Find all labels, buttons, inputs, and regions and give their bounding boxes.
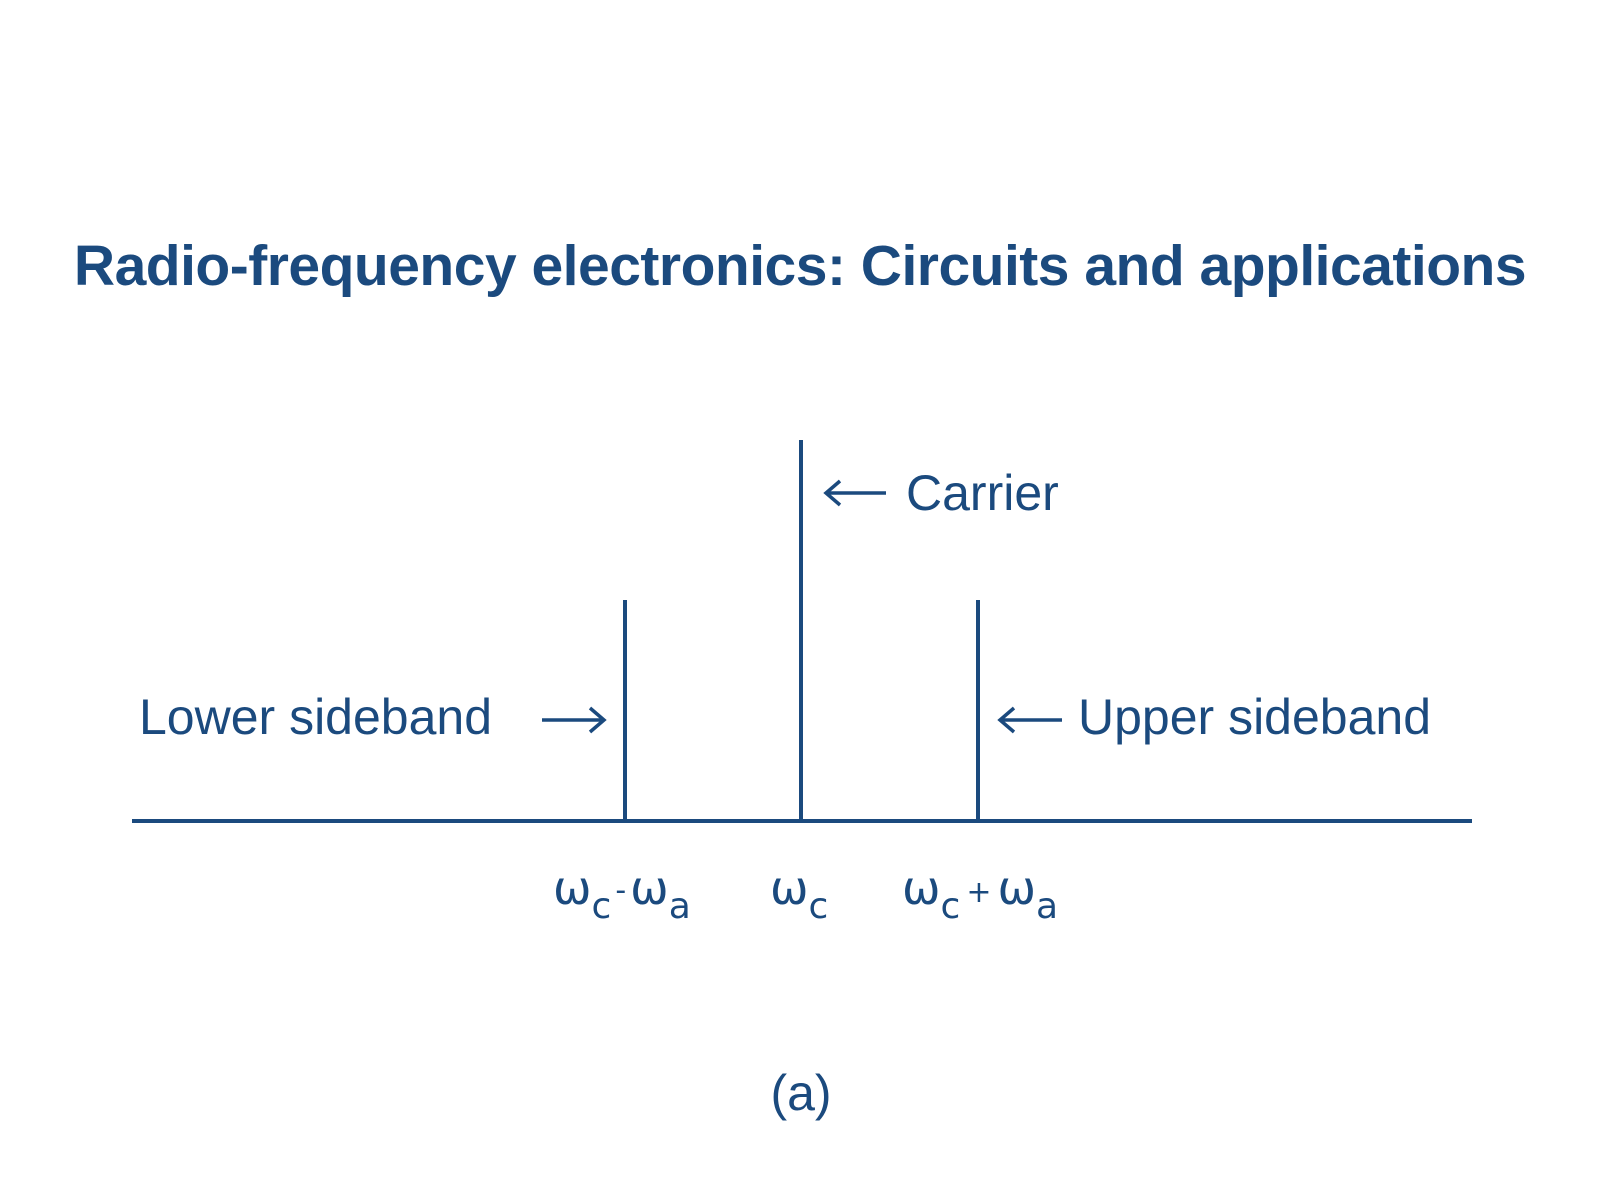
tick-label-carrier: ωc [770, 861, 828, 927]
upper-sideband-arrow-icon [997, 706, 1062, 734]
lower-sideband-arrow-icon [542, 706, 607, 734]
carrier-arrow-icon [823, 479, 886, 507]
carrier-label: Carrier [906, 465, 1059, 521]
tick-label-upper-sideband: ωc+ωa [902, 861, 1058, 927]
upper-sideband-label: Upper sideband [1078, 689, 1431, 745]
lower-sideband-label: Lower sideband [139, 689, 492, 745]
figure-caption: (a) [770, 1065, 831, 1121]
tick-label-lower-sideband: ωc-ωa [553, 861, 691, 927]
page-title: Radio-frequency electronics: Circuits an… [73, 234, 1527, 298]
